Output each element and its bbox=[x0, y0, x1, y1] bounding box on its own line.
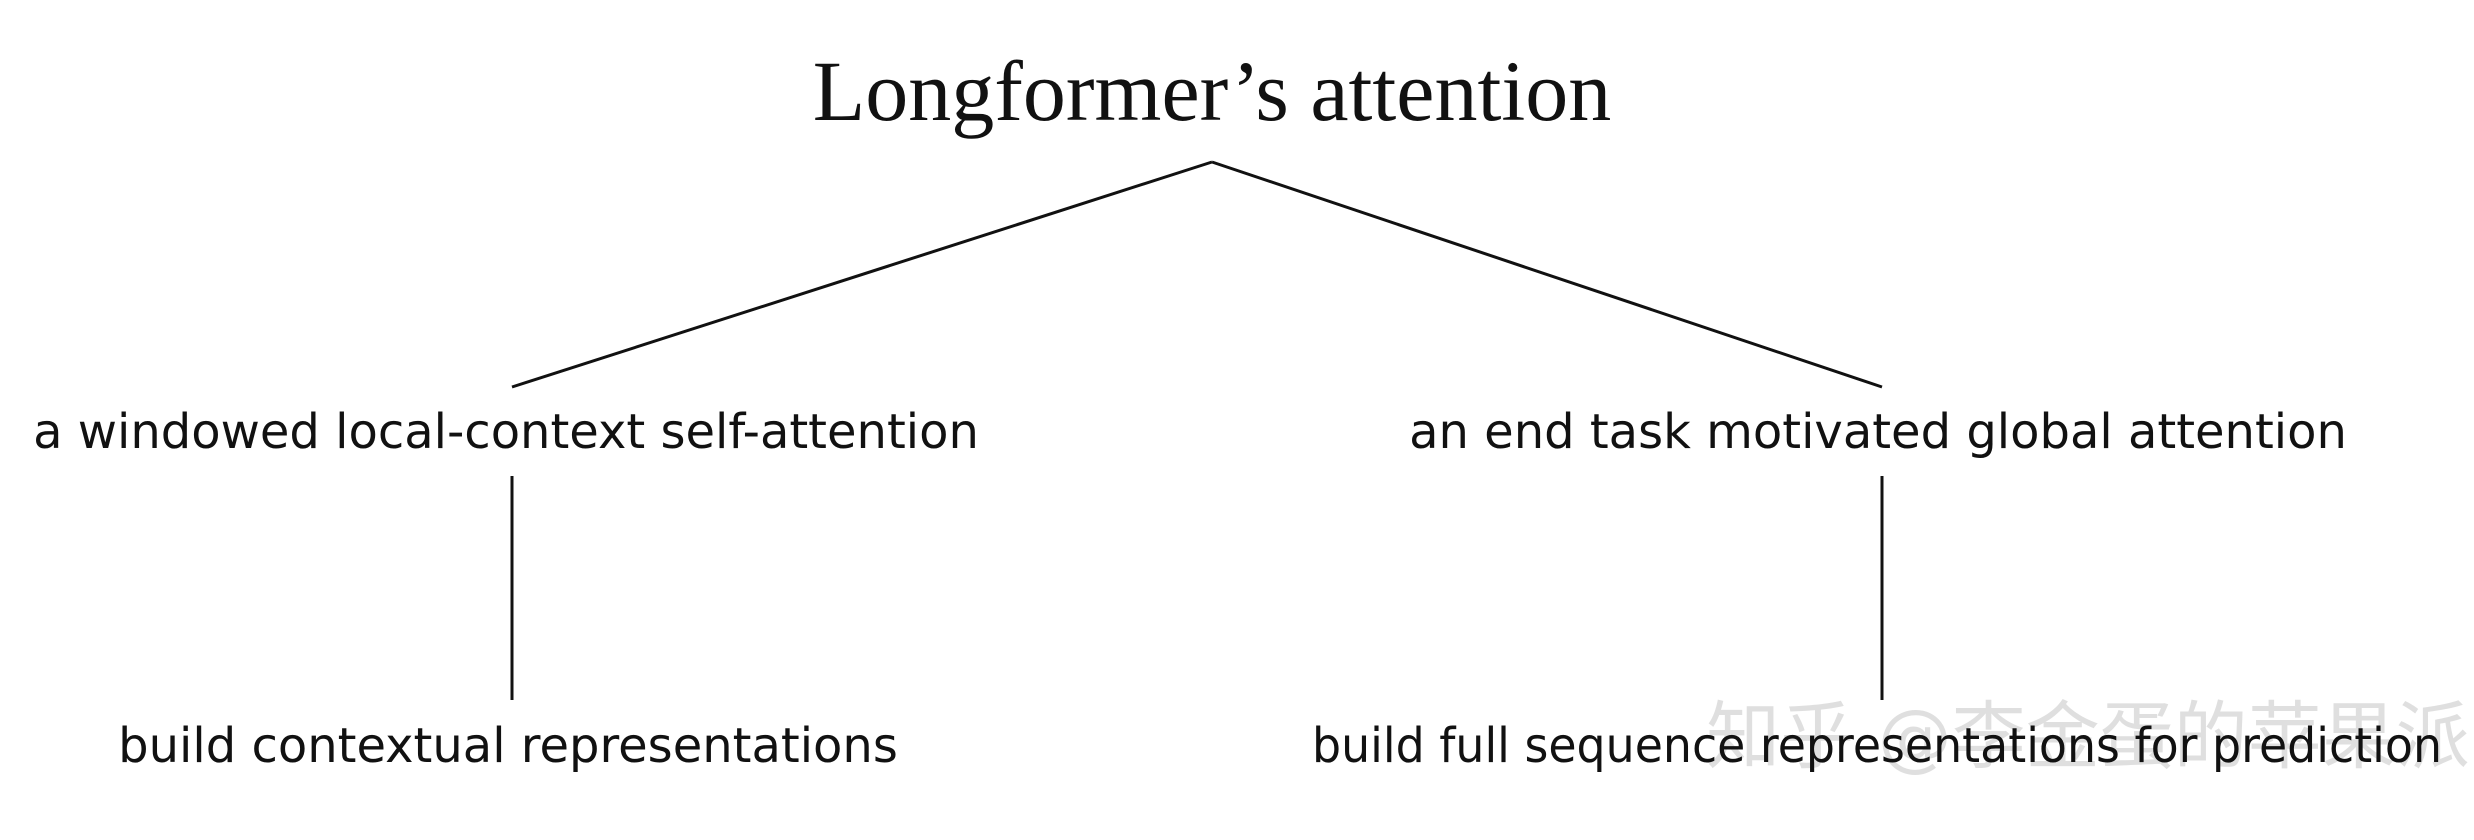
left-leaf-node-label: build contextual representations bbox=[118, 718, 898, 774]
watermark-text: 知乎 @李金蛋的苹果派 bbox=[1706, 694, 2470, 780]
left-child-node-label: a windowed local-context self-attention bbox=[33, 404, 979, 460]
root-node-label: Longformer’s attention bbox=[813, 43, 1611, 139]
edge-root-to-left-child bbox=[511, 160, 1213, 389]
right-leaf-node-label: build full sequence representations for … bbox=[1312, 718, 2442, 774]
right-child-node-label: an end task motivated global attention bbox=[1409, 404, 2347, 460]
edge-root-to-right-child bbox=[1211, 160, 1883, 389]
